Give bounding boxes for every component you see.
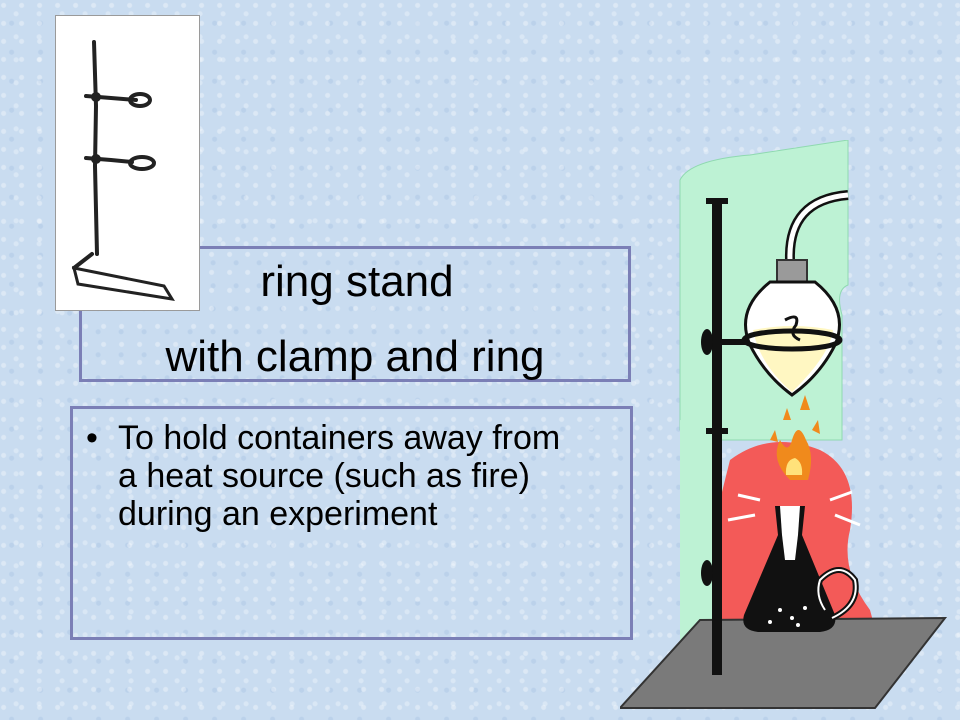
bullet-text: To hold containers away from a heat sour… bbox=[118, 419, 561, 533]
slide-title-line-1: ring stand bbox=[260, 257, 454, 306]
body-text-box bbox=[70, 406, 633, 640]
ring-stand-sketch-icon bbox=[71, 40, 175, 301]
bullet-marker: • bbox=[86, 419, 98, 457]
ring-stand-sketch-image bbox=[55, 15, 200, 311]
ring-stand-clipart-image bbox=[620, 140, 948, 709]
slide-title-line-2: with clamp and ring bbox=[165, 332, 545, 381]
